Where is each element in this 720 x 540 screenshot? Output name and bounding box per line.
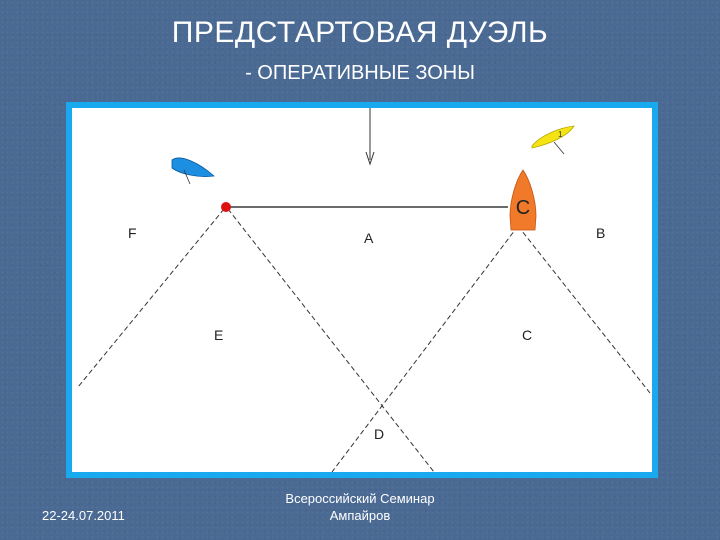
slide-title: ПРЕДСТАРТОВАЯ ДУЭЛЬ	[171, 16, 549, 49]
zones-diagram: C 1 F A B E C D	[77, 108, 651, 472]
boundary-boat-right	[517, 225, 651, 394]
boundary-boat-left	[331, 225, 519, 472]
wind-arrow-icon	[365, 108, 375, 166]
zone-label-c: C	[522, 327, 532, 343]
zone-label-d: D	[374, 426, 384, 442]
boundary-pin-right	[227, 208, 435, 472]
boundary-pin-left	[77, 208, 225, 388]
pin-end-mark	[221, 202, 231, 212]
footer-seminar-line1: Всероссийский Семинар	[285, 491, 435, 506]
zone-label-e: E	[214, 327, 223, 343]
zone-label-a: A	[364, 230, 374, 246]
zone-label-f: F	[128, 225, 137, 241]
blue-boat	[171, 157, 215, 185]
footer-date: 22-24.07.2011	[42, 508, 125, 523]
footer-seminar-line2: Ампайров	[329, 508, 391, 523]
diagram-frame: C 1 F A B E C D	[66, 102, 658, 478]
yellow-boat-number: 1	[558, 130, 563, 139]
committee-boat: C	[509, 169, 537, 231]
zone-label-b: B	[596, 225, 605, 241]
committee-boat-label: C	[516, 197, 530, 219]
slide-subtitle: - ОПЕРАТИВНЫЕ ЗОНЫ	[245, 62, 475, 84]
footer-seminar: Всероссийский Семинар Ампайров	[270, 490, 450, 524]
yellow-boat: 1	[531, 125, 575, 155]
